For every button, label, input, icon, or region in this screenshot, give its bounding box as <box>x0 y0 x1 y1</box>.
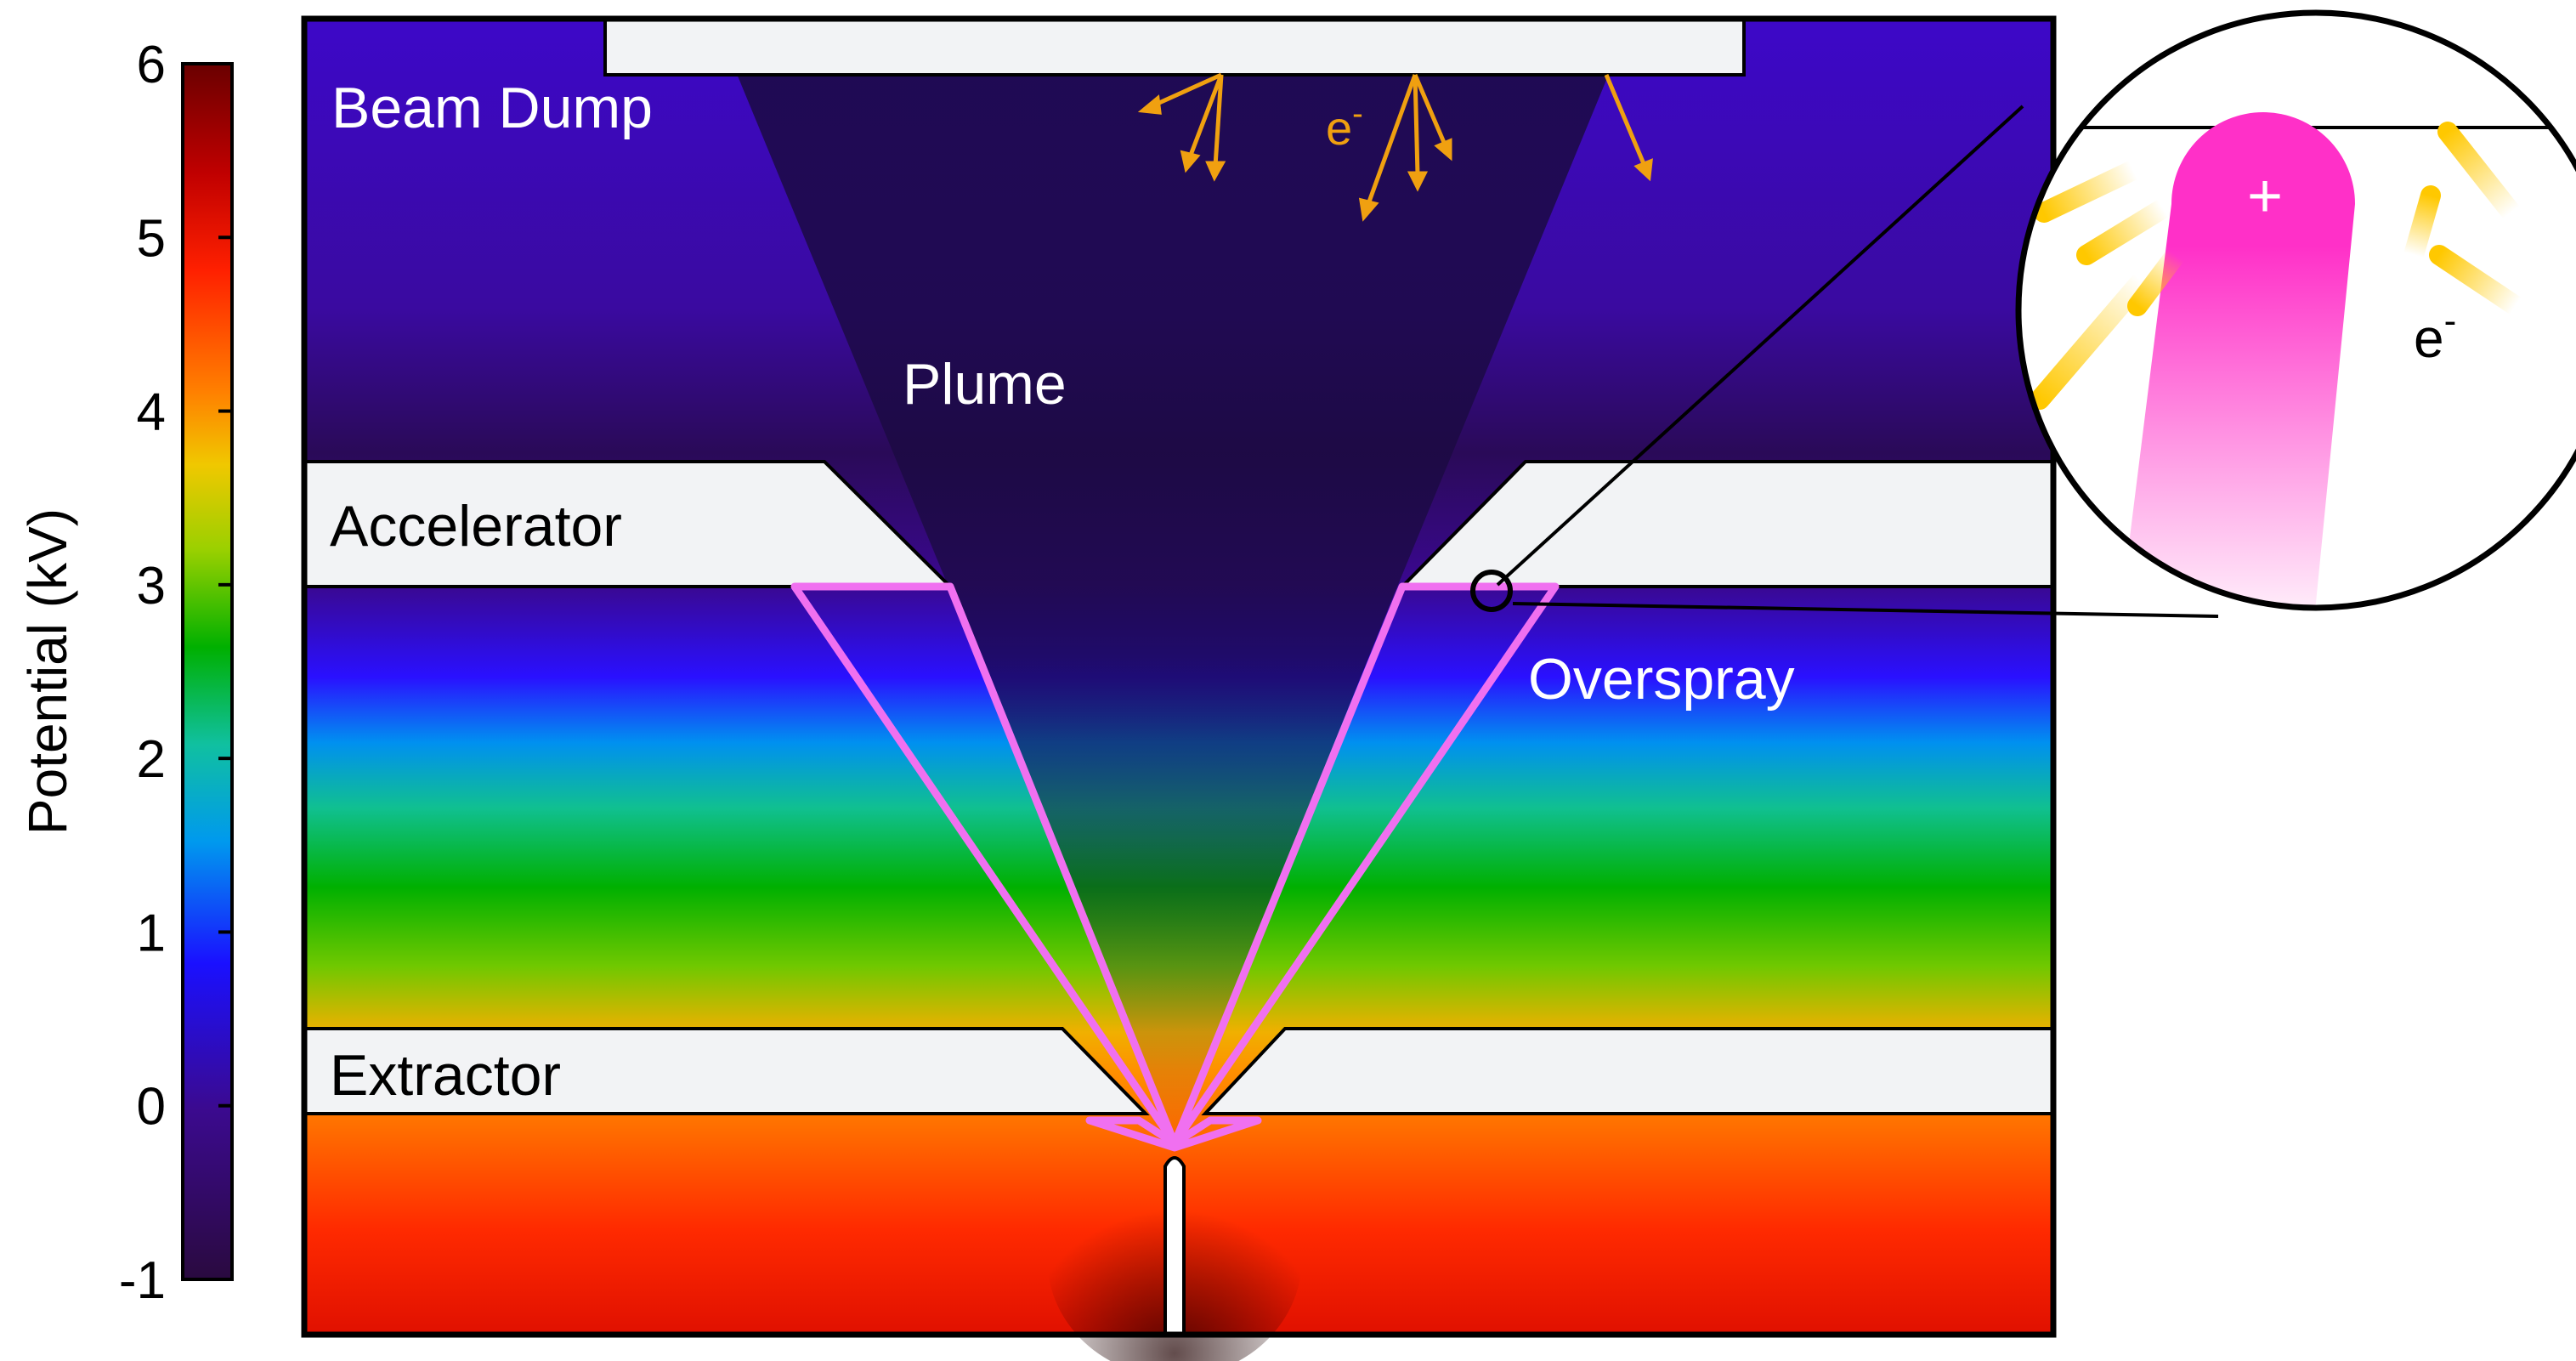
zoom-line-upper <box>1496 105 2024 587</box>
secondary-electron-ray <box>2429 245 2526 316</box>
field-panel-border <box>301 15 2057 1338</box>
beam-dump-plate <box>603 17 1746 77</box>
zoom-line-lower <box>1512 602 2219 618</box>
electron-arrows <box>1137 72 1653 222</box>
secondary-electron-ray <box>2030 270 2152 410</box>
electron-arrow <box>1180 74 1224 173</box>
secondary-electron-ray <box>2076 198 2173 265</box>
colorbar-ticks: 6 5 4 3 2 1 0 -1 <box>119 36 232 1310</box>
plume-cone <box>731 60 1615 1143</box>
overspray-outline-right <box>1170 582 1560 1148</box>
electron-label: e- <box>1326 96 1363 155</box>
colorbar-tick-label: 2 <box>137 730 166 789</box>
inset-electron-label: e- <box>2414 300 2456 369</box>
emitter-needle <box>1163 1156 1186 1336</box>
colorbar-tick-label: 4 <box>137 383 166 442</box>
colorbar-tick-label: -1 <box>119 1251 166 1310</box>
extractor-label: Extractor <box>330 1043 561 1108</box>
overspray-tip-marker <box>1085 1116 1262 1152</box>
beam-dump-label: Beam Dump <box>331 76 653 140</box>
colorbar-tick-label: 1 <box>137 904 166 962</box>
colorbar-label: Potential (kV) <box>17 508 78 835</box>
colorbar-tick-label: 5 <box>137 209 166 268</box>
colorbar: 6 5 4 3 2 1 0 -1 Potential (kV) <box>17 36 234 1310</box>
accelerator-label: Accelerator <box>330 494 622 559</box>
colorbar-tick-label: 3 <box>137 557 166 615</box>
colorbar-tick-label: 6 <box>137 36 166 94</box>
secondary-electron-ray <box>2403 185 2441 265</box>
electron-arrow <box>1413 74 1452 162</box>
electron-arrow <box>1407 74 1429 192</box>
electron-arrow <box>1358 74 1418 222</box>
inset-border <box>2015 9 2576 611</box>
colorbar-tick-label: 0 <box>137 1078 166 1137</box>
electron-arrow <box>1604 74 1653 182</box>
secondary-electron-ray <box>2437 122 2522 223</box>
electron-arrow <box>1205 74 1226 182</box>
secondary-electron-ray <box>2127 245 2186 316</box>
inset-magnified-view: + e- <box>2015 9 2576 611</box>
zoom-callout <box>1470 105 2219 618</box>
inset-ion-symbol: + <box>2247 162 2283 230</box>
electron-rays <box>2030 122 2526 410</box>
overspray-outline-left <box>790 582 1179 1148</box>
plume-label: Plume <box>903 352 1067 417</box>
secondary-electron-ray <box>2034 160 2143 223</box>
overspray-label: Overspray <box>1528 647 1795 712</box>
zoom-marker-circle <box>1470 570 1513 612</box>
electron-arrow <box>1137 72 1223 115</box>
potential-field-panel: e- Beam Dump Plume Accelerator Overspray… <box>301 15 2057 1361</box>
extractor-electrode-right <box>1201 1027 2055 1115</box>
colorbar-gradient <box>181 62 234 1281</box>
